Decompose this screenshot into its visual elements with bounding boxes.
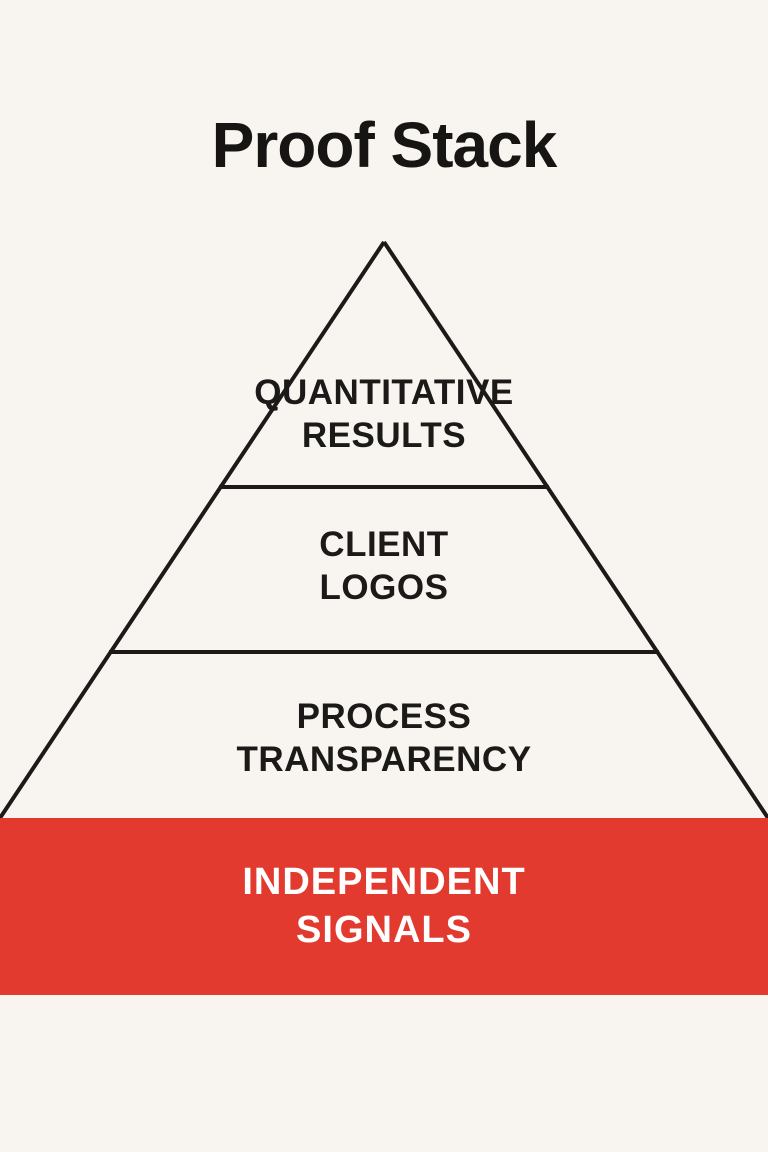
pyramid-level-quantitative-results: QUANTITATIVE RESULTS xyxy=(254,373,514,455)
pyramid-right-edge xyxy=(382,240,768,820)
page-title: Proof Stack xyxy=(211,109,558,181)
pyramid-level-process-transparency: PROCESS TRANSPARENCY xyxy=(236,697,532,779)
pyramid-left-edge xyxy=(0,240,386,820)
pyramid-base-band: INDEPENDENT SIGNALS xyxy=(0,818,768,995)
pyramid-level-independent-signals: INDEPENDENT SIGNALS xyxy=(242,861,526,951)
pyramid-level-client-logos: CLIENT LOGOS xyxy=(319,525,449,607)
